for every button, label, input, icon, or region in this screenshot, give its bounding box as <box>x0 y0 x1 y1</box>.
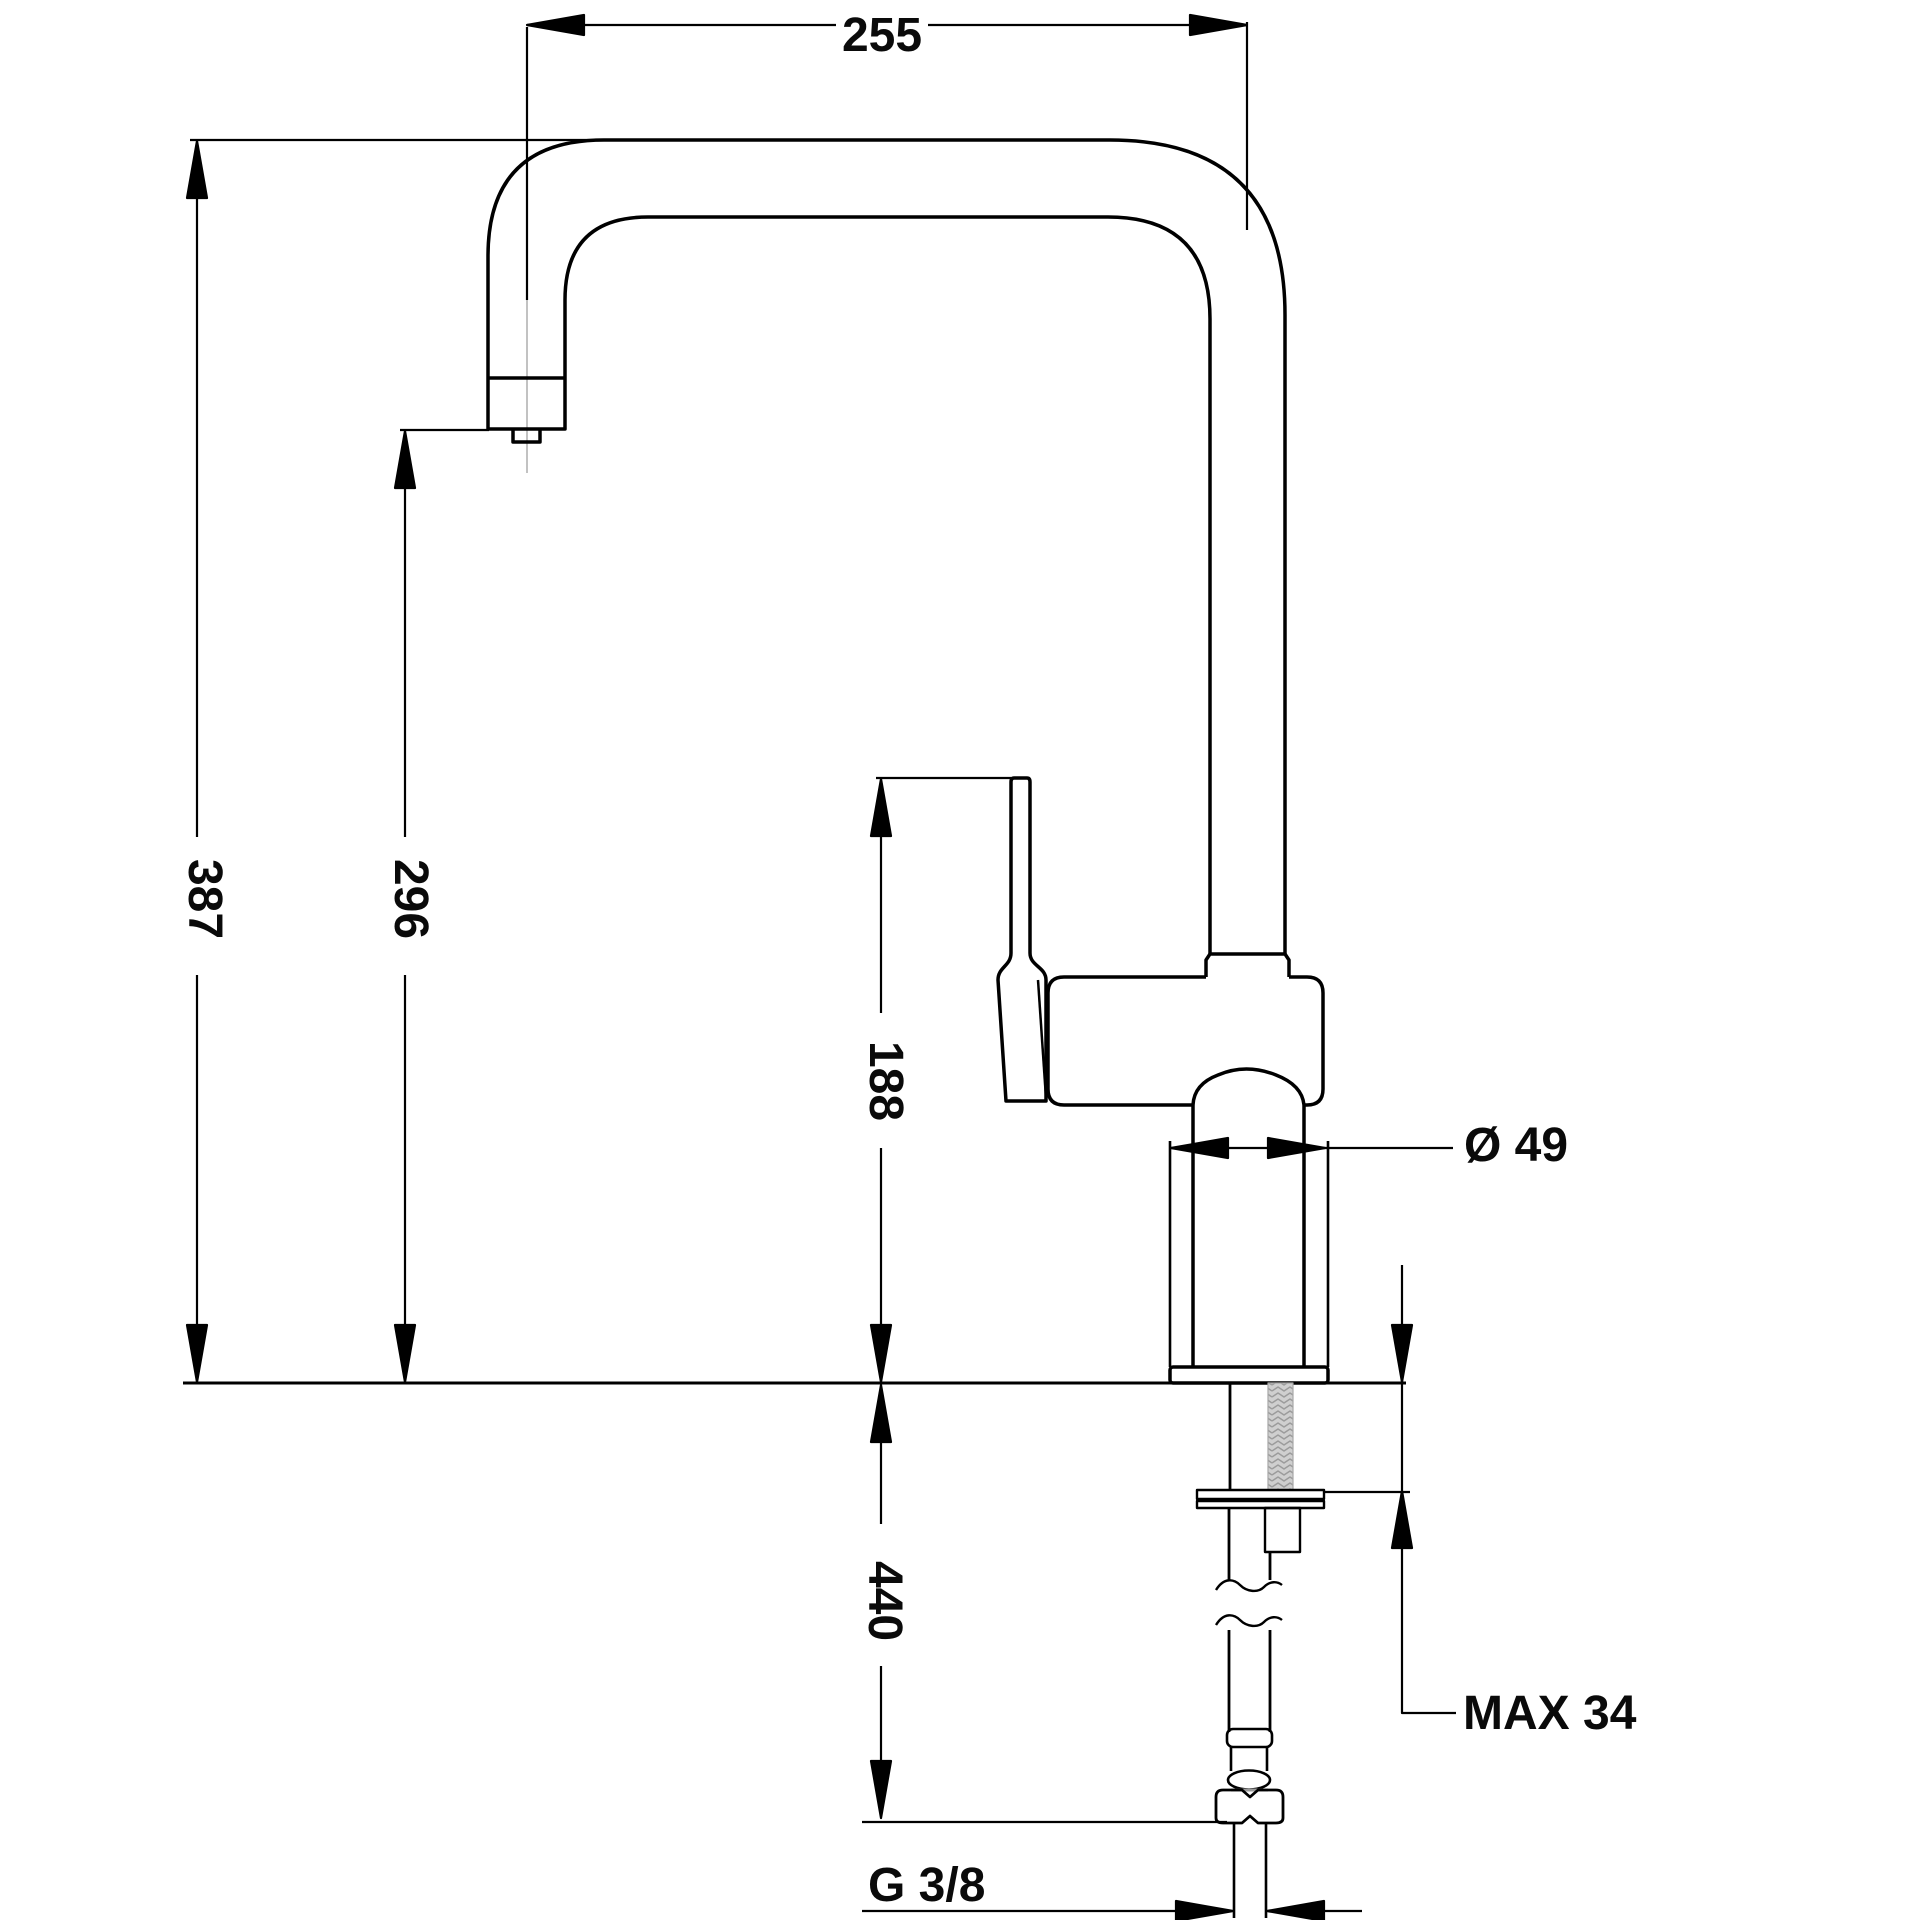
dim-255-arrow-left <box>525 13 586 37</box>
hose-segment-2 <box>1227 1630 1272 1732</box>
hose-collar <box>1225 1727 1274 1749</box>
dim-g38-arrow-left <box>1265 1899 1326 1920</box>
base-plate <box>1168 1365 1330 1385</box>
hose-neck <box>1229 1747 1269 1771</box>
dim-296-arrow-bottom <box>393 1323 417 1384</box>
mounting-washer-top <box>1195 1488 1326 1501</box>
dim-255-extensions <box>525 22 1249 300</box>
dimension-lines <box>185 13 1456 1920</box>
dim-188-arrow-top <box>869 777 893 838</box>
dim-387 <box>185 138 610 1384</box>
faucet-outline <box>486 138 1330 1385</box>
dim-g38-arrow-right <box>1174 1899 1235 1920</box>
connection-pipe <box>1232 1823 1268 1918</box>
riser-body-joint <box>1204 952 1291 977</box>
spout-outer-contour <box>486 138 1287 954</box>
hose-segment-1 <box>1227 1508 1272 1580</box>
mounting-washer-bottom <box>1195 1499 1326 1510</box>
dim-49 <box>1169 1136 1453 1160</box>
dim-max34-arrow-down <box>1390 1323 1414 1384</box>
dim-49-arrow-left <box>1169 1136 1230 1160</box>
dim-label-lever-height: 188 <box>859 1040 912 1122</box>
dim-387-arrow-top <box>185 139 209 200</box>
dim-188-arrow-bottom <box>869 1323 893 1384</box>
base-dome <box>1191 1067 1306 1106</box>
stud-end-block <box>1263 1506 1302 1554</box>
dim-label-max-counter-thickness: MAX 34 <box>1463 1687 1637 1740</box>
dim-440 <box>862 1383 1227 1824</box>
dim-max34 <box>1324 1265 1456 1715</box>
break-line-lower <box>1214 1614 1283 1628</box>
dim-296 <box>393 428 489 1384</box>
dim-label-hose-length: 440 <box>858 1560 911 1642</box>
dim-max34-arrow-up <box>1390 1489 1414 1550</box>
dim-188 <box>869 776 1011 1384</box>
under-counter-assembly <box>1195 1382 1326 1918</box>
lever-handle <box>996 776 1048 1103</box>
dim-label-spout-outlet-height: 296 <box>384 858 437 940</box>
dim-387-arrow-bottom <box>185 1323 209 1384</box>
dim-g38 <box>862 1899 1362 1920</box>
dim-440-arrow-bottom <box>869 1759 893 1820</box>
dim-296-arrow-top <box>393 429 417 490</box>
dim-label-connection-thread: G 3/8 <box>868 1859 986 1912</box>
threaded-stud <box>1267 1382 1294 1491</box>
mixer-body <box>1046 975 1325 1107</box>
base-shroud-walls <box>1168 1141 1330 1367</box>
dim-440-arrow-top <box>869 1383 893 1444</box>
spout-outlet <box>486 376 567 431</box>
dim-label-spout-reach: 255 <box>841 9 923 62</box>
dim-255-arrow-right <box>1188 13 1249 37</box>
dim-49-arrow-right <box>1266 1136 1327 1160</box>
hose-ball-joint <box>1226 1769 1272 1791</box>
aerator-nozzle <box>511 429 542 444</box>
dim-label-total-height: 387 <box>178 858 231 940</box>
connector-nut <box>1214 1788 1285 1825</box>
dim-label-base-diameter: Ø 49 <box>1464 1119 1569 1172</box>
lever-handle-edge-line <box>1036 979 1048 1099</box>
break-line-upper <box>1214 1579 1283 1593</box>
dim-255 <box>525 13 1249 300</box>
spout-inner-contour <box>563 215 1212 954</box>
dim-max34-leader <box>1400 1265 1456 1715</box>
